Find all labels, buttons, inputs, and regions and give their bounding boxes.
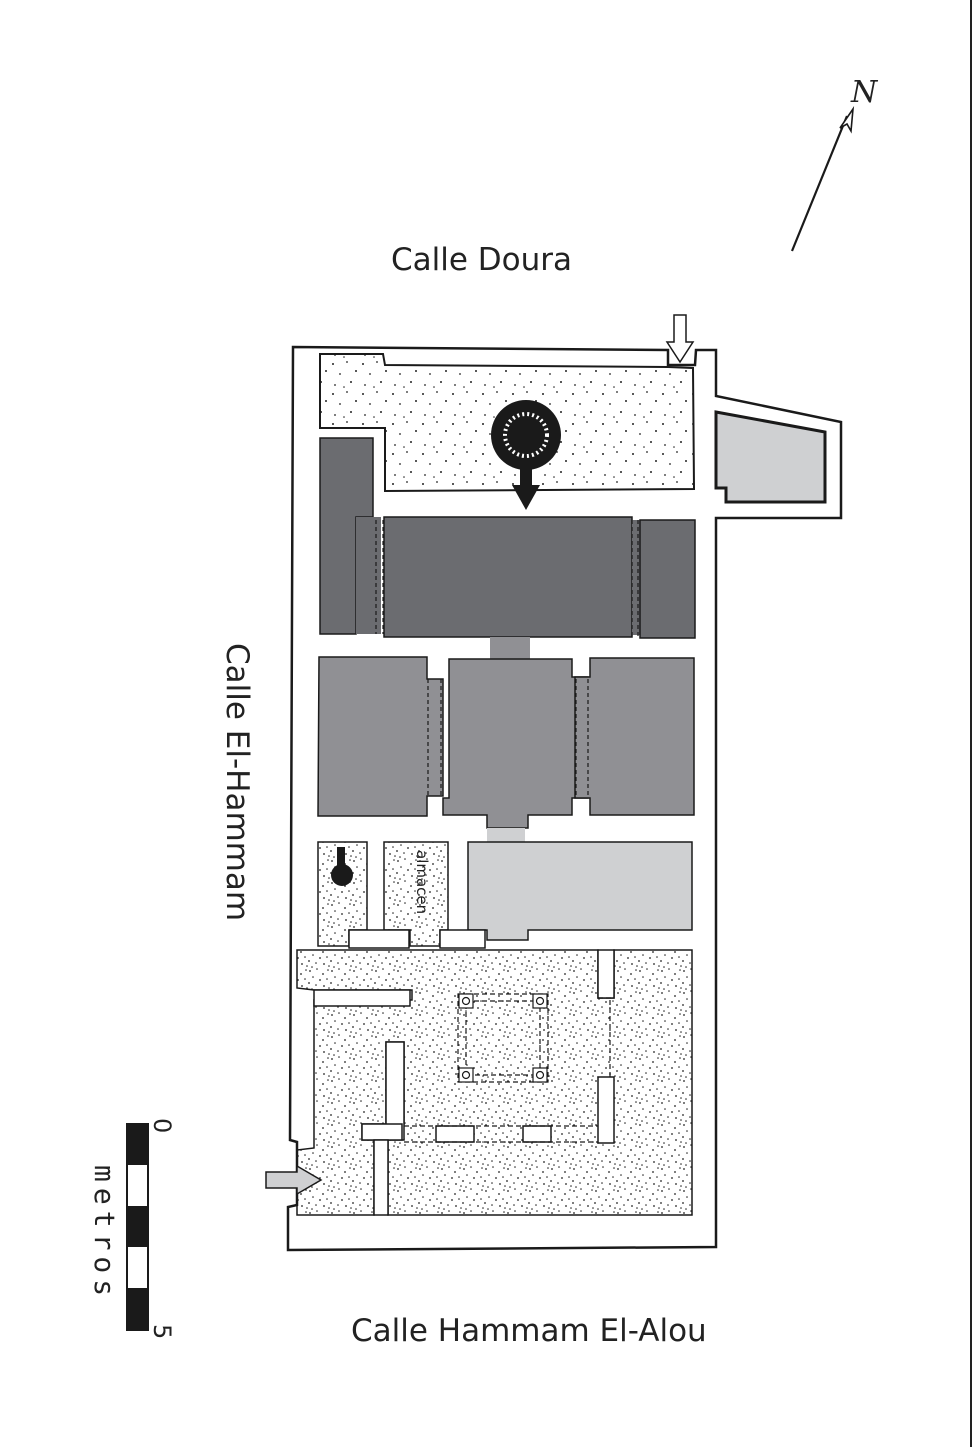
wall-segment	[597, 949, 615, 999]
entrance-arrow-west-icon	[265, 1164, 323, 1196]
bench	[435, 1125, 475, 1143]
bench	[522, 1125, 552, 1143]
warm-room-left	[317, 656, 444, 817]
wall-segment	[373, 1139, 389, 1216]
cold-room	[467, 841, 693, 941]
street-label-west: Calle El-Hammam	[219, 643, 255, 921]
scale-bar	[126, 1123, 149, 1331]
wall-segment	[348, 929, 410, 949]
entrance-arrow-north-icon	[665, 314, 695, 364]
warm-room-center	[442, 658, 589, 829]
central-pool-dashed	[457, 993, 549, 1083]
wall-segment	[439, 929, 486, 949]
street-label-south: Calle Hammam El-Alou	[351, 1313, 707, 1349]
hot-room-main	[383, 516, 633, 638]
scale-max-label: 5	[148, 1324, 176, 1339]
hot-room-left-inner	[356, 517, 381, 634]
street-label-north: Calle Doura	[391, 242, 572, 278]
warm-room-right	[574, 657, 695, 816]
column	[532, 1067, 548, 1083]
passage-warm-cold	[487, 828, 525, 844]
wall-segment	[313, 989, 411, 1007]
column	[458, 993, 474, 1009]
north-arrow-icon	[790, 106, 855, 252]
hot-room-right-inner	[632, 520, 642, 635]
storage-label: almacen	[413, 850, 431, 914]
column	[458, 1067, 474, 1083]
passage-hot-warm	[490, 637, 530, 659]
scale-unit-label: metros	[88, 1165, 121, 1302]
well-icon	[491, 400, 561, 510]
central-pool-dashed	[465, 1000, 541, 1076]
north-label: N	[850, 75, 879, 110]
latrine-icon	[331, 847, 353, 886]
courtyard-dashed	[404, 997, 614, 1143]
wall-segment	[597, 1076, 615, 1144]
annex-room	[714, 410, 827, 504]
hot-room-right	[639, 519, 696, 639]
wall-segment	[361, 1123, 403, 1141]
scale-min-label: 0	[148, 1118, 176, 1133]
column	[532, 993, 548, 1009]
